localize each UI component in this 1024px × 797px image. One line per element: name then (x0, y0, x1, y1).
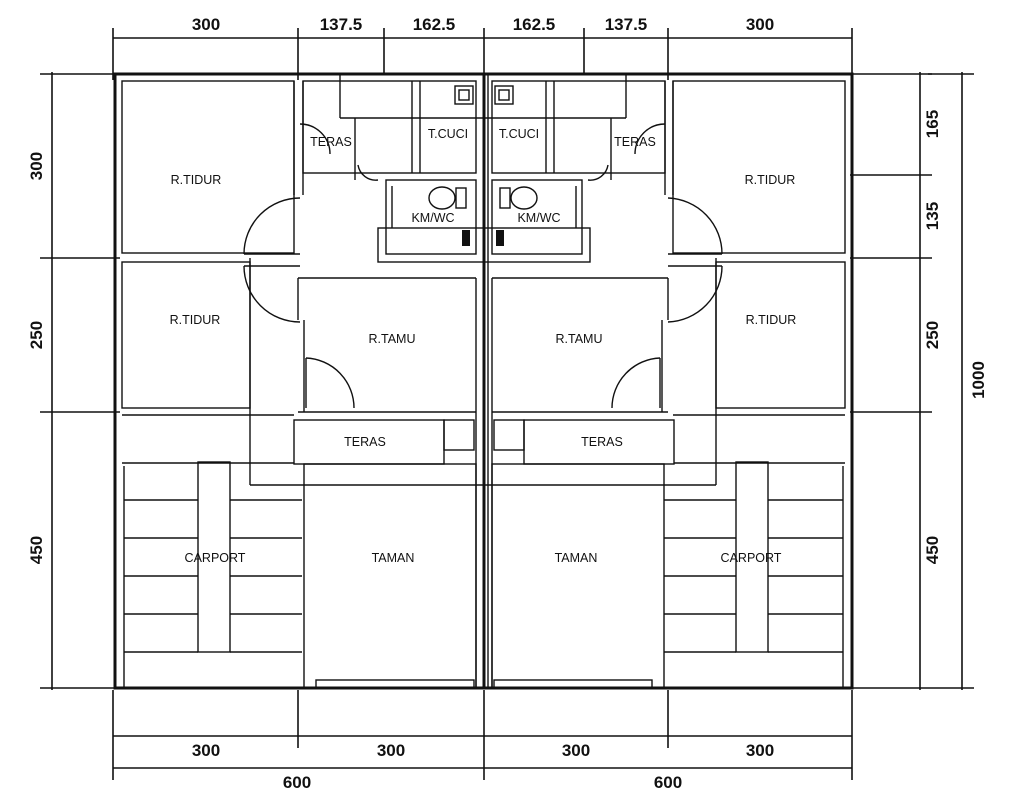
room-label-bedroom: R.TIDUR (171, 173, 222, 187)
room-labels: R.TIDUR R.TIDUR R.TAMU TERAS T.CUCI KM/W… (170, 127, 797, 565)
room-label-bedroom: R.TIDUR (745, 173, 796, 187)
room-label-bedroom: R.TIDUR (170, 313, 221, 327)
dimension-label: 250 (923, 321, 942, 349)
room-label-terrace: TERAS (344, 435, 386, 449)
dimension-label: 300 (377, 741, 405, 760)
room-label-bathroom: KM/WC (411, 211, 454, 225)
dimension-label: 162.5 (513, 15, 556, 34)
walls (113, 72, 854, 690)
room-label-living: R.TAMU (369, 332, 416, 346)
dimension-label: 250 (27, 321, 46, 349)
door-swings (243, 123, 723, 409)
dimension-label: 300 (562, 741, 590, 760)
dimension-label: 450 (27, 536, 46, 564)
room-label-terrace: TERAS (614, 135, 656, 149)
dimension-label: 165 (923, 110, 942, 138)
dimension-lines (40, 28, 974, 780)
fixtures (428, 85, 538, 246)
room-label-laundry: T.CUCI (428, 127, 468, 141)
carport-paving (123, 461, 844, 688)
toilet-icon (499, 186, 538, 210)
room-label-laundry: T.CUCI (499, 127, 539, 141)
dimension-label: 300 (27, 152, 46, 180)
floor-drain-icon (454, 85, 474, 105)
room-label-terrace: TERAS (581, 435, 623, 449)
dimension-label: 600 (283, 773, 311, 792)
room-label-carport: CARPORT (185, 551, 246, 565)
room-label-garden: TAMAN (555, 551, 598, 565)
dimension-label: 137.5 (320, 15, 363, 34)
floor-drain-icon (494, 85, 514, 105)
room-label-bathroom: KM/WC (517, 211, 560, 225)
dimension-labels: 300 137.5 162.5 162.5 137.5 300 300 300 … (27, 15, 988, 792)
dimension-label-total: 1000 (969, 361, 988, 399)
toilet-icon (428, 186, 467, 210)
dimension-label: 600 (654, 773, 682, 792)
dimension-label: 300 (746, 15, 774, 34)
dimension-label: 135 (923, 202, 942, 230)
room-label-living: R.TAMU (556, 332, 603, 346)
dimension-label: 162.5 (413, 15, 456, 34)
room-label-carport: CARPORT (721, 551, 782, 565)
room-label-terrace: TERAS (310, 135, 352, 149)
dimension-label: 450 (923, 536, 942, 564)
dimension-label: 300 (746, 741, 774, 760)
dimension-label: 300 (192, 15, 220, 34)
room-label-garden: TAMAN (372, 551, 415, 565)
dimension-label: 300 (192, 741, 220, 760)
dimension-label: 137.5 (605, 15, 648, 34)
room-label-bedroom: R.TIDUR (746, 313, 797, 327)
